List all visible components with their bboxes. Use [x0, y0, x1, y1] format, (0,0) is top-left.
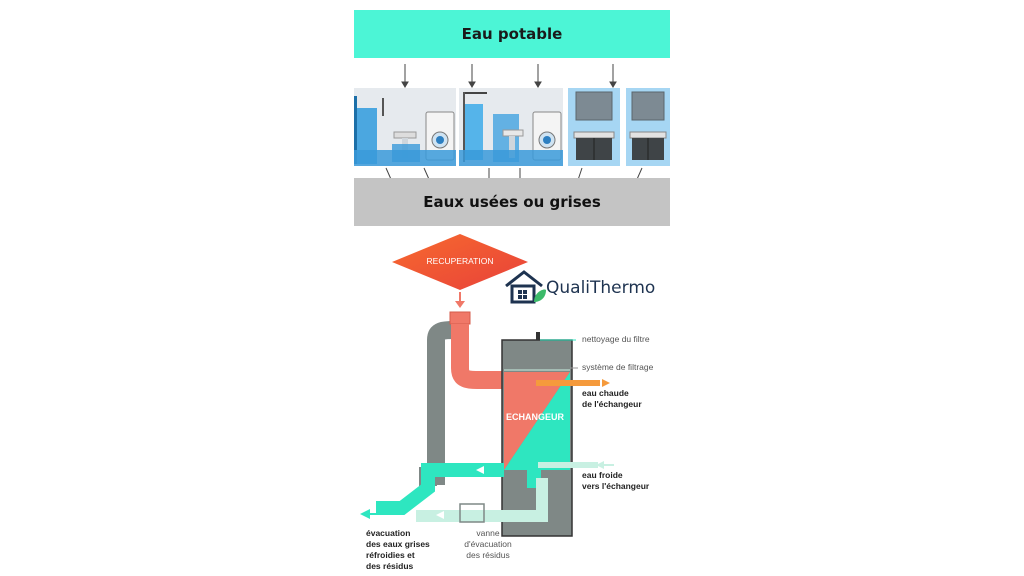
- derivation-label: dérivation: [404, 383, 414, 420]
- vanne-label-3: des résidus: [466, 550, 510, 560]
- eaux-usees-banner: Eaux usées ou grises: [354, 178, 670, 226]
- eau-froide-label-1: eau froide: [582, 470, 623, 480]
- pointer-lines: [540, 339, 578, 369]
- cistern-panel-2: [626, 88, 670, 166]
- fixtures-panel-2: [459, 88, 563, 166]
- eaux-usees-label: Eaux usées ou grises: [423, 193, 601, 211]
- cistern-cabinet-icon-2: [626, 88, 670, 166]
- vanne-label-1: vanne: [476, 528, 500, 538]
- recuperation-diamond: [392, 234, 528, 290]
- vanne-label-2: d'évacuation: [464, 539, 512, 549]
- recuperation-label: RECUPERATION: [426, 256, 494, 266]
- eau-potable-banner: Eau potable: [354, 10, 670, 58]
- inlet-arrow-icon: [455, 292, 465, 308]
- eau-chaude-label-2: de l'échangeur: [582, 399, 642, 409]
- exchanger-diagram: [360, 311, 614, 537]
- cistern-cabinet-icon: [568, 88, 620, 166]
- exchanger-label: ECHANGEUR: [506, 412, 565, 422]
- evacuation-label-3: réfroidies et: [366, 550, 415, 560]
- shower-sink-washer-icon-2: [459, 88, 563, 166]
- shower-sink-washer-icon: [354, 88, 456, 166]
- filtrage-label: système de filtrage: [582, 362, 654, 372]
- fixtures-panel-1: [354, 88, 456, 166]
- eau-potable-label: Eau potable: [461, 25, 563, 43]
- eau-froide-label-2: vers l'échangeur: [582, 481, 650, 491]
- house-leaf-icon: [505, 270, 546, 304]
- nettoyage-label: nettoyage du filtre: [582, 334, 650, 344]
- evacuation-label-1: évacuation: [366, 528, 411, 538]
- evacuation-label-2: des eaux grises: [366, 539, 430, 549]
- evacuation-label-4: des résidus: [366, 561, 414, 571]
- cistern-panel-1: [568, 88, 620, 166]
- eau-chaude-label-1: eau chaude: [582, 388, 629, 398]
- supply-arrows: [401, 64, 617, 88]
- logo-text: QualiThermo: [546, 278, 656, 298]
